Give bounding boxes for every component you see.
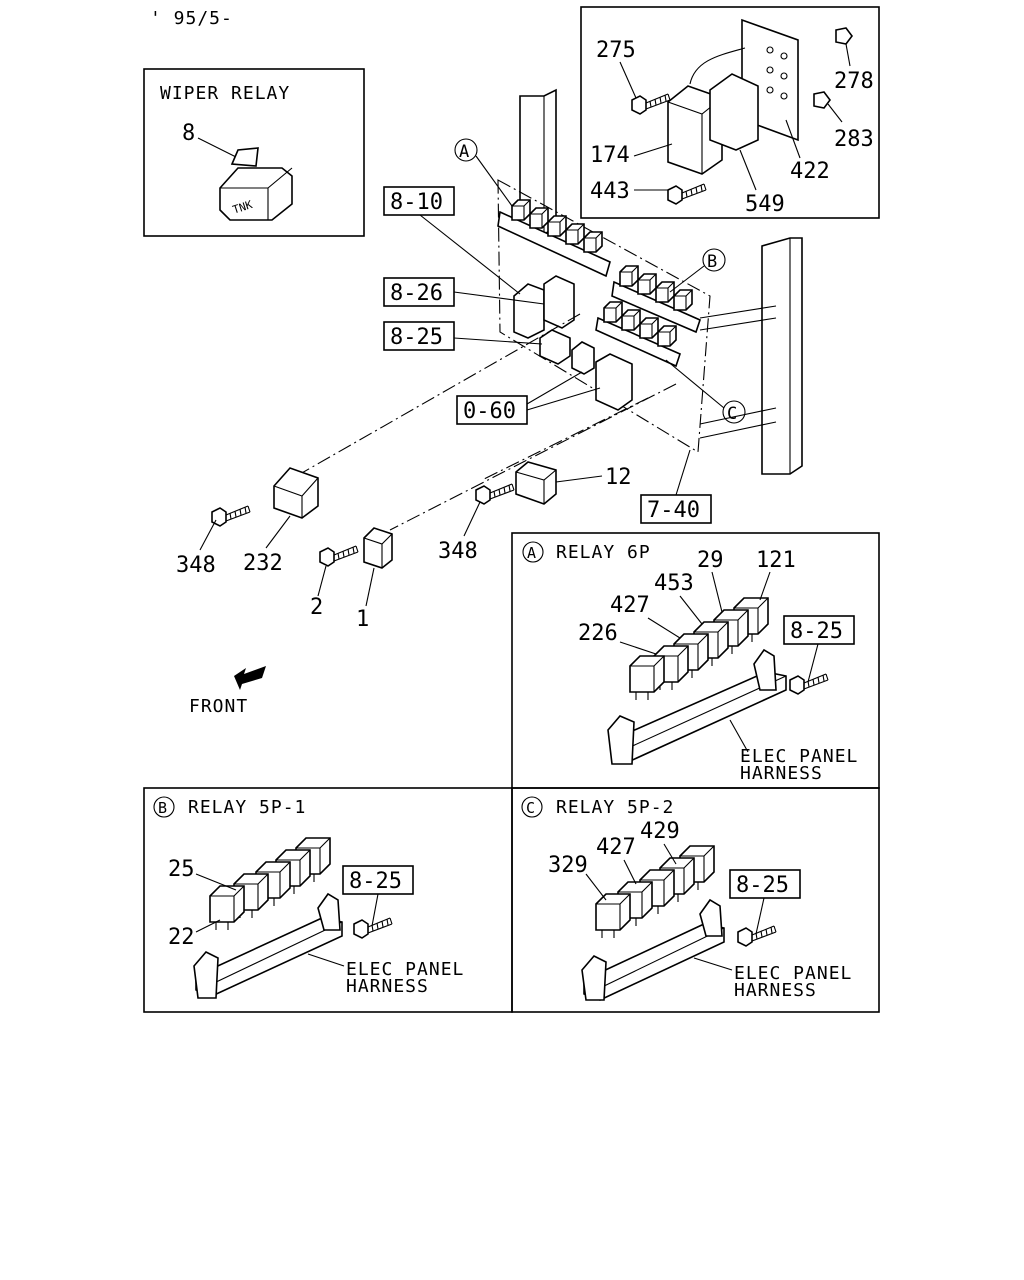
relay-5p-1-ref: 8-25 [349, 869, 402, 894]
relay-6p-title: RELAY 6P [556, 542, 651, 563]
relay-6p-ref: 8-25 [790, 619, 843, 644]
ref-8-26: 8-26 [390, 281, 443, 306]
wiper-relay-mark: TNK [231, 198, 254, 217]
part-label-443: 443 [590, 179, 630, 204]
part-label-453: 453 [654, 571, 694, 596]
wiper-relay-panel: WIPER RELAY 8 TNK [143, 68, 365, 237]
part-label-427: 427 [610, 593, 650, 618]
relay-232 [273, 467, 319, 519]
ref-0-60: 0-60 [463, 399, 516, 424]
wiper-relay-title: WIPER RELAY [160, 83, 290, 104]
part-label-8: 8 [182, 121, 195, 146]
ref-8-25: 8-25 [390, 325, 443, 350]
ref-8-10: 8-10 [390, 190, 443, 215]
callout-b: B [707, 252, 717, 272]
part-label-275: 275 [596, 38, 636, 63]
part-label-22: 22 [168, 925, 195, 950]
part-label-25: 25 [168, 857, 195, 882]
relay-6p-harness-line1: ELEC PANEL [740, 746, 858, 767]
control-unit-174 [667, 47, 759, 175]
date-code: ' 95/5- [150, 8, 233, 29]
ref-7-40: 7-40 [647, 498, 700, 523]
part-label-121: 121 [756, 548, 796, 573]
callout-c: C [727, 404, 737, 424]
wiper-relay-icon: TNK [219, 147, 293, 221]
part-label-348-right: 348 [438, 539, 478, 564]
relay-1 [363, 527, 393, 569]
relay-5p-2-title: RELAY 5P-2 [556, 797, 674, 818]
relay-5p-1-badge: B [158, 799, 167, 817]
part-label-232: 232 [243, 551, 283, 576]
relay-6p-badge: A [527, 544, 536, 562]
front-label: FRONT [189, 696, 248, 717]
part-label-174: 174 [590, 143, 630, 168]
relay-5p-2-harness-line1: ELEC PANEL [734, 963, 852, 984]
relay-6p-harness-line2: HARNESS [740, 763, 823, 784]
part-label-427-c: 427 [596, 835, 636, 860]
module-panel: 275 278 283 174 422 443 549 [580, 6, 880, 219]
relay-6p-panel: A RELAY 6P 29 121 453 427 226 8-25 ELEC … [511, 532, 880, 789]
part-label-329: 329 [548, 853, 588, 878]
part-label-278: 278 [834, 69, 874, 94]
part-label-12: 12 [605, 465, 632, 490]
main-assembly: A B C 8-10 8-26 8-25 0-60 7-40 [176, 88, 803, 717]
part-label-348-left: 348 [176, 553, 216, 578]
relay-5p-1-harness-line2: HARNESS [346, 976, 429, 997]
relay-5p-2-harness-line2: HARNESS [734, 980, 817, 1001]
callout-a: A [459, 142, 469, 162]
part-label-422: 422 [790, 159, 830, 184]
relay-5p-2-badge: C [526, 799, 535, 817]
relay-5p-2-ref: 8-25 [736, 873, 789, 898]
part-label-549: 549 [745, 192, 785, 217]
part-label-226: 226 [578, 621, 618, 646]
part-label-283: 283 [834, 127, 874, 152]
front-arrow-icon [234, 666, 266, 690]
relay-5p-1-title: RELAY 5P-1 [188, 797, 306, 818]
relay-5p-2-panel: C RELAY 5P-2 429 427 329 8-25 ELEC PANEL… [511, 787, 880, 1013]
part-label-429: 429 [640, 819, 680, 844]
relay-5p-1-panel: B RELAY 5P-1 25 22 8-25 ELEC PANEL HARNE… [143, 787, 513, 1013]
part-label-2: 2 [310, 595, 323, 620]
part-label-1: 1 [356, 607, 369, 632]
part-label-29: 29 [697, 548, 724, 573]
relay-12 [515, 461, 557, 505]
relay-5p-1-harness-line1: ELEC PANEL [346, 959, 464, 980]
